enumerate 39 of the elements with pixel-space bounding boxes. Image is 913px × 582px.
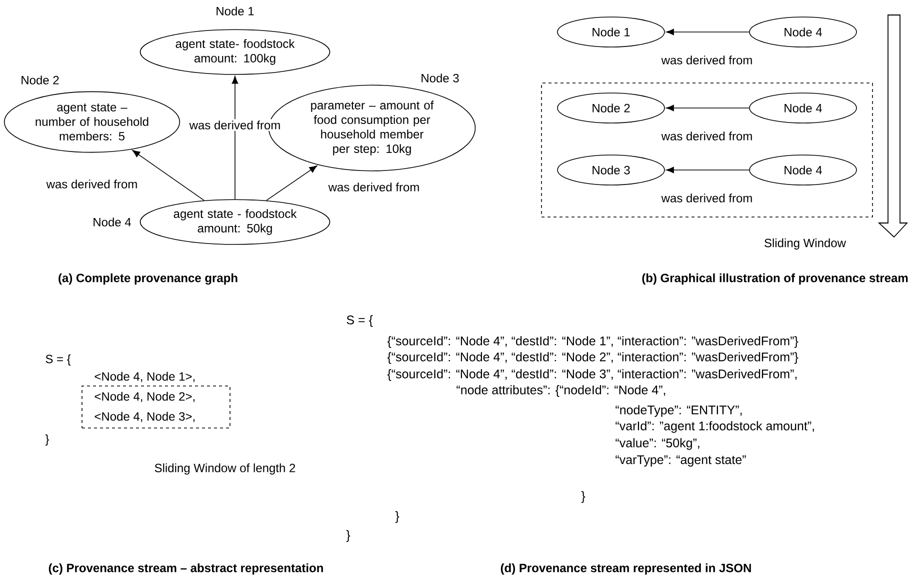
code-line: {“sourceId”: “Node 4”, “destId”: “Node 1”, “interaction”: ”wasDerivedFrom”} — [387, 336, 798, 348]
panel-caption: (c) Provenance stream – abstract representation — [48, 563, 323, 575]
edge-label: was derived from — [326, 181, 422, 193]
panel-caption: (a) Complete provenance graph — [58, 273, 238, 285]
code-line: } — [45, 434, 49, 446]
code-line: {“sourceId”: “Node 4”, “destId”: “Node 3”, “interaction”: ”wasDerivedFrom”, — [387, 369, 797, 381]
arrow — [666, 166, 750, 174]
code-line: <Node 4, Node 3>, — [94, 412, 195, 422]
code-line: “node attributes”: {“nodeId”: “Node 4”, — [456, 385, 666, 397]
edge-label: was derived from — [188, 119, 282, 131]
node-heading: Node 2 — [22, 76, 59, 84]
panel-caption: (b) Graphical illustration of provenance stream — [642, 273, 908, 285]
code-line: <Node 4, Node 2>, — [94, 392, 195, 402]
sliding-window-label: Sliding Window of length 2 — [154, 463, 296, 475]
code-line: “nodeType”: “ENTITY”, — [616, 405, 742, 417]
code-line: S = { — [346, 315, 373, 327]
code-line: S = { — [46, 354, 71, 366]
arrow — [232, 76, 238, 200]
edge-label: was derived from — [660, 130, 754, 142]
code-line: } — [346, 530, 350, 542]
node-heading: Node 3 — [422, 74, 459, 82]
code-line: “varId”: ”agent 1:foodstock amount”, — [616, 421, 814, 433]
sliding-window-label: Sliding Window — [764, 238, 846, 250]
edge-label: was derived from — [660, 54, 754, 66]
code-line: {“sourceId”: “Node 4”, “destId”: “Node 2”, “interaction”: ”wasDerivedFrom”} — [387, 352, 798, 364]
edge-label: was derived from — [44, 178, 140, 190]
edge-label: was derived from — [660, 192, 754, 204]
node-heading: Node 4 — [94, 218, 131, 226]
arrow — [266, 165, 318, 201]
panel-caption: (d) Provenance stream represented in JSON — [500, 563, 751, 575]
sliding-window-frame — [541, 82, 873, 218]
code-line: } — [581, 491, 586, 503]
arrow — [666, 28, 750, 36]
code-line: } — [395, 511, 400, 523]
arrow — [132, 150, 205, 201]
code-line: “value”: “50kg”, — [616, 438, 700, 450]
arrow — [666, 104, 750, 112]
node-heading: Node 1 — [216, 6, 254, 16]
code-line: “varType”: “agent state” — [616, 455, 746, 467]
